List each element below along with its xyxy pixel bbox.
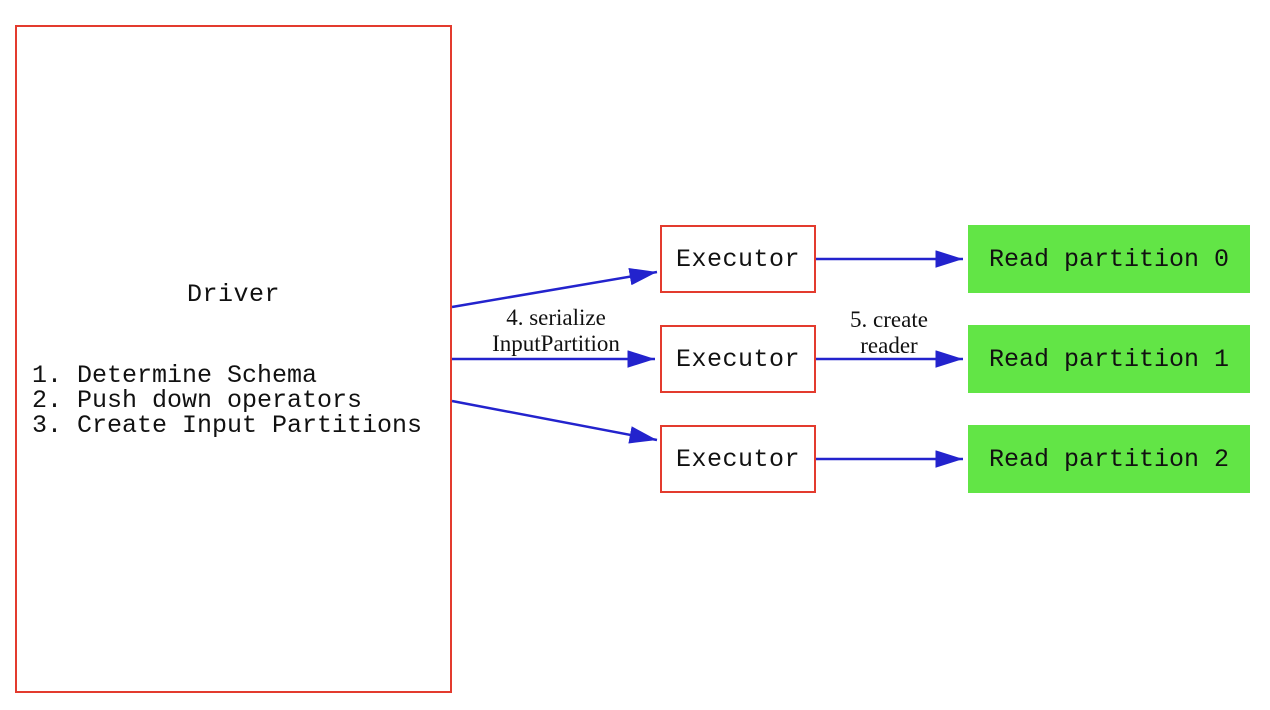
- executor-box: Executor: [660, 225, 816, 293]
- executor-box: Executor: [660, 425, 816, 493]
- executor-label: Executor: [675, 344, 801, 374]
- driver-title: Driver: [186, 280, 280, 309]
- executor-box: Executor: [660, 325, 816, 393]
- read-partition-label: Read partition 1: [988, 344, 1230, 374]
- read-partition-box: Read partition 0: [968, 225, 1250, 293]
- driver-box: [15, 25, 452, 693]
- edge-label-line: reader: [860, 333, 918, 358]
- executor-label: Executor: [675, 444, 801, 474]
- edge-label-line: 4. serialize: [506, 305, 606, 330]
- driver-steps-list: 1. Determine Schema 2. Push down operato…: [32, 363, 422, 438]
- edge-driver-to-executor-1: [451, 268, 658, 309]
- edge-label-create-reader: 5. create reader: [799, 307, 979, 359]
- driver-step: 3. Create Input Partitions: [32, 411, 423, 440]
- edge-label-serialize-input-partition: 4. serialize InputPartition: [436, 305, 676, 357]
- executor-label: Executor: [675, 244, 801, 274]
- read-partition-box: Read partition 1: [968, 325, 1250, 393]
- read-partition-label: Read partition 0: [988, 244, 1230, 274]
- driver-step: 1. Determine Schema: [32, 361, 318, 390]
- read-partition-label: Read partition 2: [988, 444, 1230, 474]
- driver-step: 2. Push down operators: [32, 386, 363, 415]
- edge-label-line: InputPartition: [492, 331, 620, 356]
- read-partition-box: Read partition 2: [968, 425, 1250, 493]
- edge-driver-to-executor-3: [451, 399, 658, 444]
- edge-label-line: 5. create: [850, 307, 928, 332]
